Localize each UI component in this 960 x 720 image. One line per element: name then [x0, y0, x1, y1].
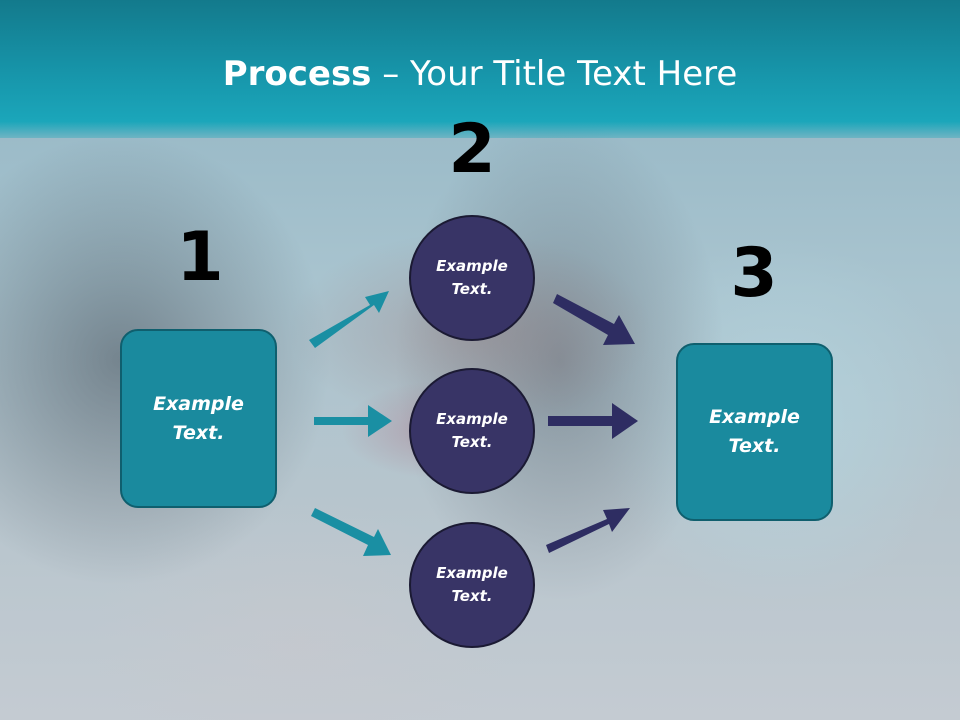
circle-bottom-text: Example Text. — [436, 564, 508, 605]
circle-middle: Example Text. — [409, 368, 535, 494]
step-number-1: 1 — [176, 218, 224, 297]
arrow-down-right-navy — [553, 294, 635, 345]
circle-top-text: Example Text. — [436, 257, 508, 298]
slide-title: Process – Your Title Text Here — [0, 52, 960, 96]
step-number-3: 3 — [730, 234, 778, 313]
arrow-up-right-teal — [309, 291, 389, 348]
title-bold: Process — [222, 54, 372, 94]
circle-middle-text: Example Text. — [436, 410, 508, 451]
left-process-box: Example Text. — [120, 329, 277, 508]
title-rest: – Your Title Text Here — [371, 54, 738, 94]
arrow-right-navy — [548, 403, 638, 439]
arrow-down-right-teal — [311, 508, 391, 556]
arrow-right-teal — [314, 405, 392, 437]
arrow-up-right-navy — [546, 508, 630, 553]
circle-top: Example Text. — [409, 215, 535, 341]
step-number-2: 2 — [448, 110, 496, 189]
right-box-text: Example Text. — [709, 406, 800, 457]
right-process-box: Example Text. — [676, 343, 833, 521]
header-band — [0, 0, 960, 138]
circle-bottom: Example Text. — [409, 522, 535, 648]
left-box-text: Example Text. — [153, 392, 244, 444]
